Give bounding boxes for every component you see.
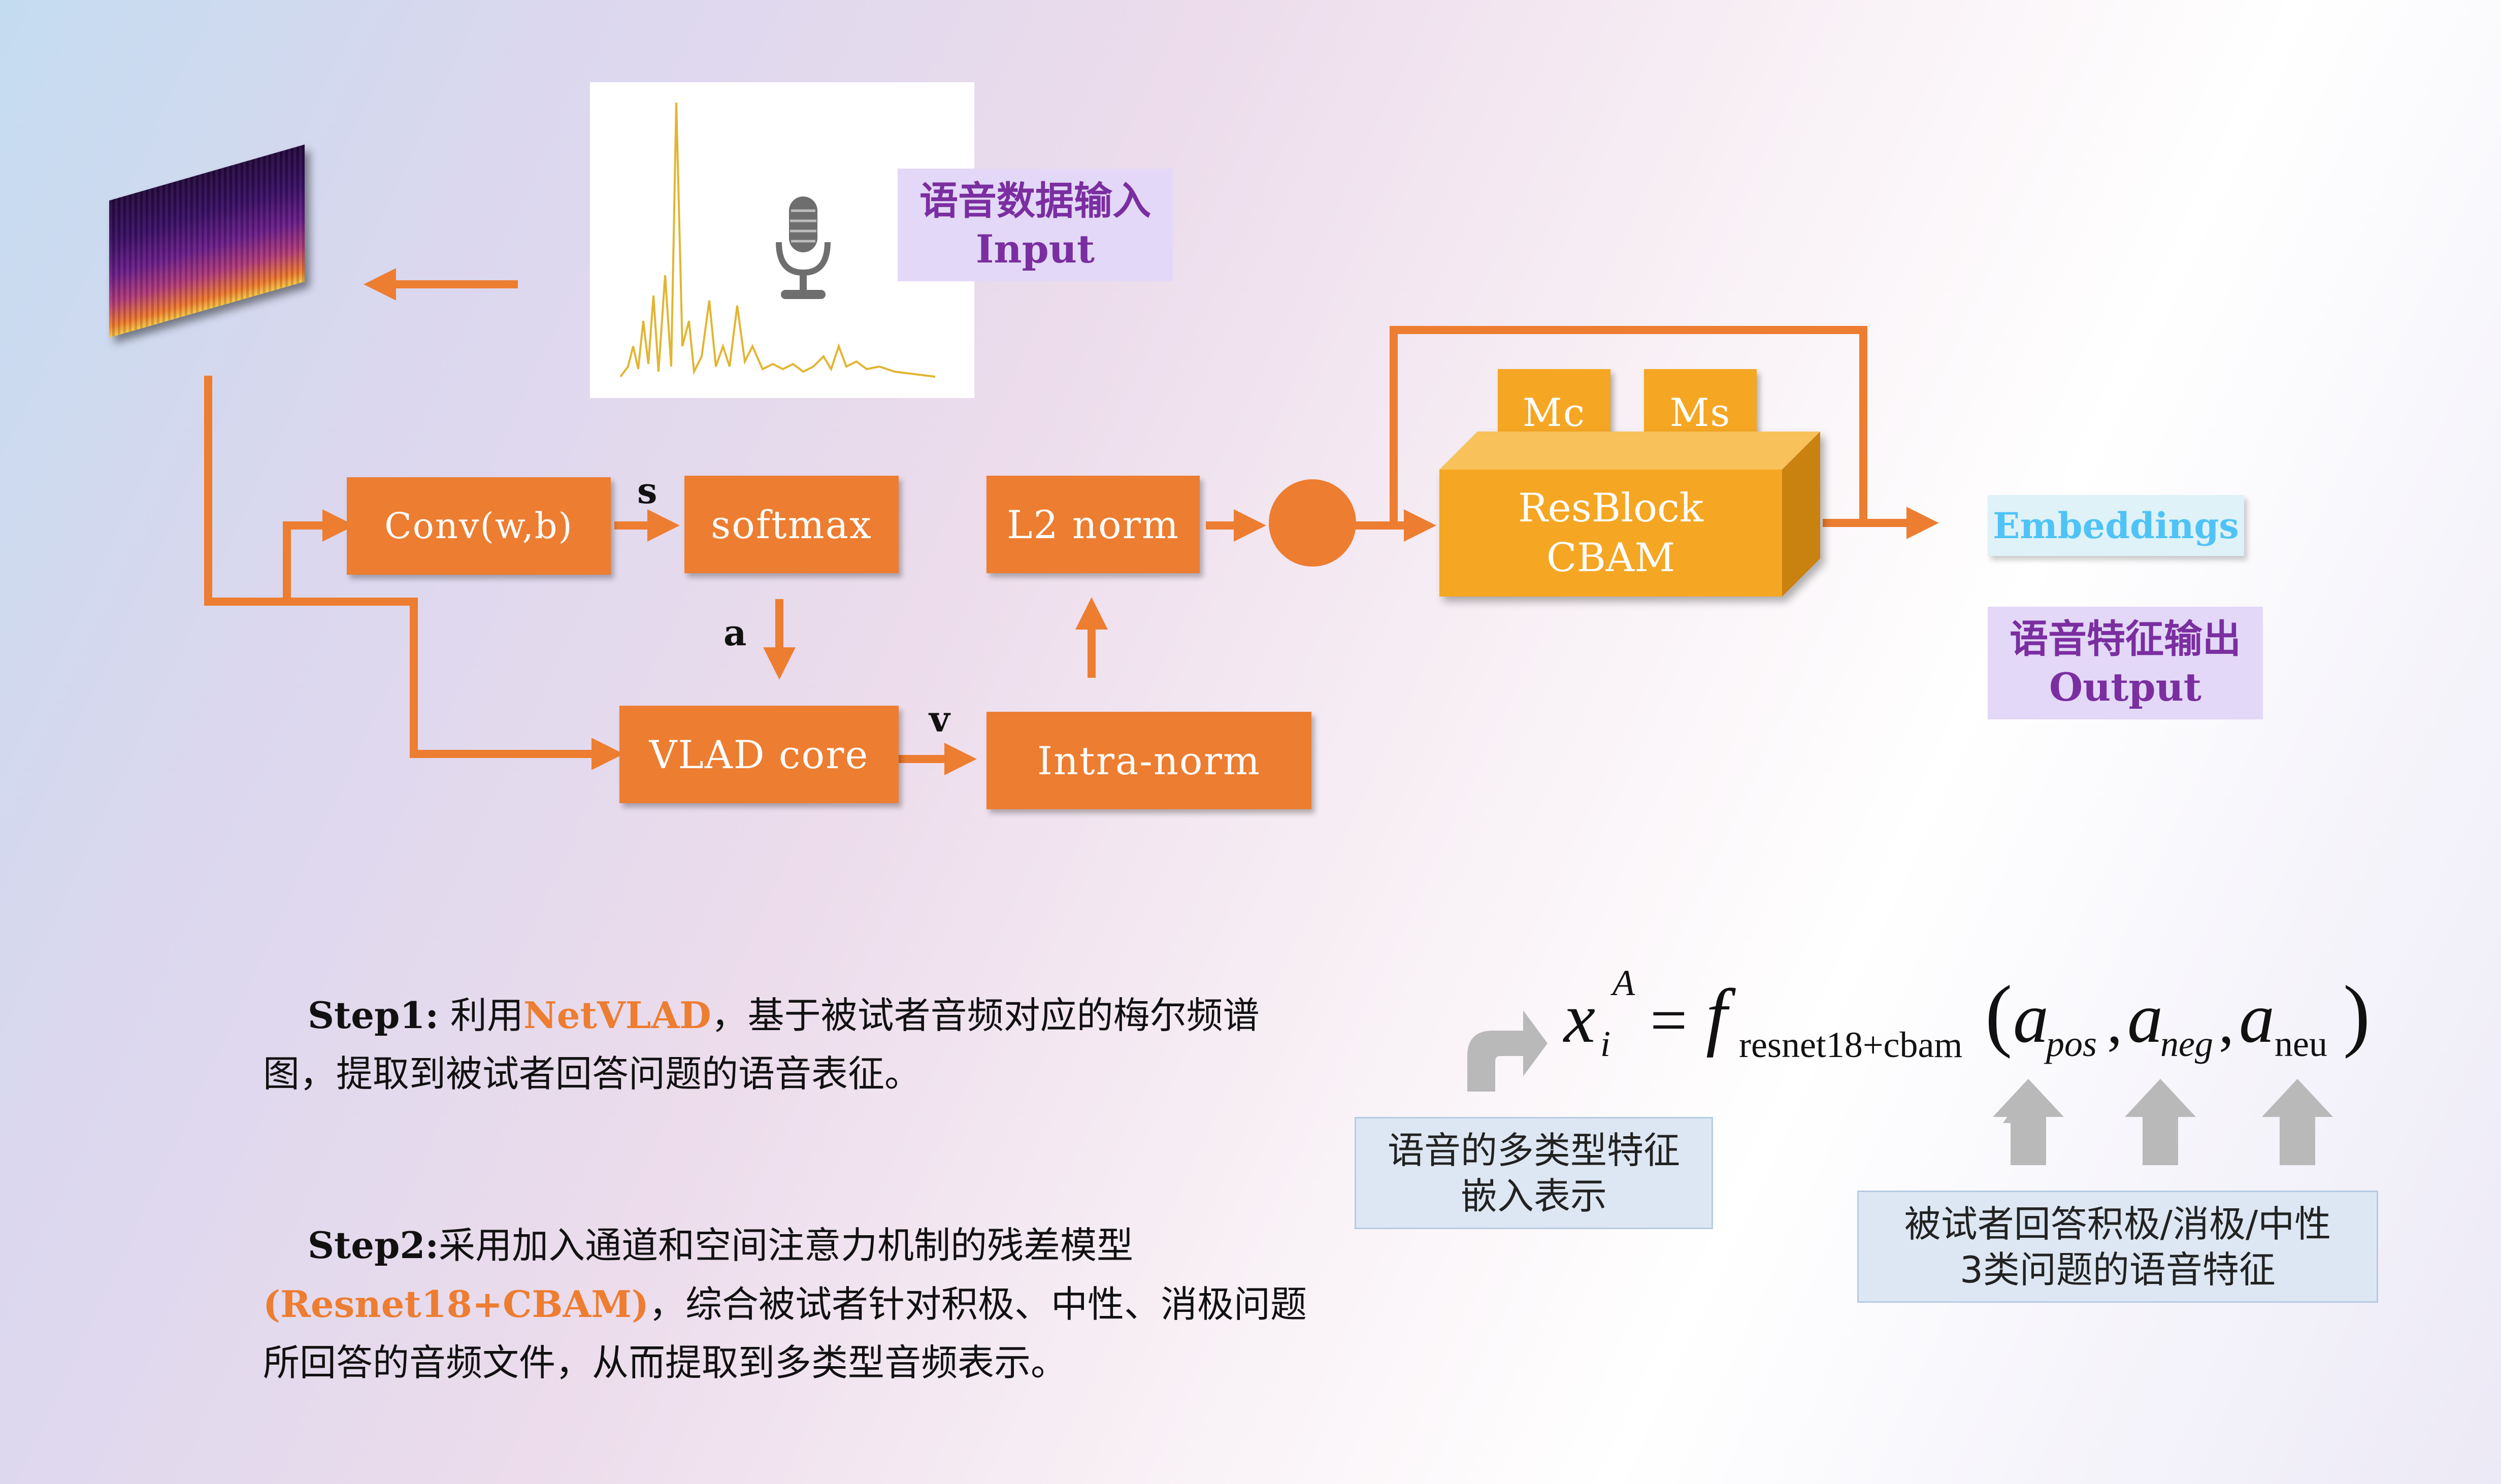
gray-up-arrow-neu: [2262, 1079, 2333, 1165]
arrow-spectrogram-trunk: [204, 376, 624, 770]
intranorm-block: Intra-norm: [986, 712, 1311, 809]
edge-label-a: a: [723, 612, 747, 654]
step2-post: ，综合被试者针对积极、中性、消极问题所回答的音频文件，从而提取到多类型音频表示。: [263, 1283, 1307, 1384]
note-multitype-embedding: 语音的多类型特征 嵌入表示: [1355, 1117, 1713, 1229]
formula-comma-1: ,: [2107, 988, 2122, 1056]
softmax-block: softmax: [684, 476, 899, 573]
resblock-label-line1: ResBlock: [1518, 485, 1704, 531]
formula-x: x: [1564, 979, 1596, 1058]
note-three-question-features: 被试者回答积极/消极/中性 3类问题的语音特征: [1857, 1191, 2378, 1303]
resblock-3d-shape: [1439, 432, 1820, 597]
l2norm-block: L2 norm: [986, 476, 1200, 573]
note-three-line2: 3类问题的语音特征: [1960, 1248, 2276, 1291]
step2-pre: 采用加入通道和空间注意力机制的残差模型: [439, 1224, 1134, 1267]
resblock-label: ResBlock CBAM: [1439, 472, 1782, 594]
formula-equals: =: [1650, 984, 1688, 1057]
step2-paragraph: Step2:采用加入通道和空间注意力机制的残差模型 (Resnet18+CBAM)…: [263, 1216, 1329, 1392]
step1-post: ，基于被试者音频对应的梅尔频谱图，提取到被试者回答问题的语音表征。: [263, 994, 1260, 1095]
gray-up-arrow-pos: [1993, 1079, 2064, 1165]
note-multitype-line1: 语音的多类型特征: [1387, 1129, 1680, 1172]
waveform-line: [619, 102, 936, 378]
formula-x-sub: i: [1600, 1024, 1611, 1064]
step1-title: Step1:: [308, 994, 439, 1037]
note-multitype-line2: 嵌入表示: [1460, 1174, 1607, 1217]
formula-a-neg-sub: neg: [2160, 1024, 2213, 1064]
input-label: 语音数据输入 Input: [898, 169, 1173, 281]
formula-a-neu: a: [2239, 979, 2275, 1058]
resblock-label-line2: CBAM: [1546, 535, 1675, 581]
aggregator-node: [1269, 479, 1356, 567]
step1-highlight: NetVLAD: [523, 994, 711, 1037]
formula-f-sub: resnet18+cbam: [1739, 1025, 1963, 1065]
formula-a-neu-sub: neu: [2275, 1024, 2327, 1064]
output-label-en: Output: [2049, 665, 2202, 710]
embeddings-output: Embeddings: [1988, 495, 2244, 556]
step2-highlight: (Resnet18+CBAM): [263, 1282, 649, 1326]
formula-comma-2: ,: [2219, 988, 2234, 1056]
input-label-en: Input: [975, 226, 1095, 272]
formula-a-pos-sub: pos: [2046, 1024, 2097, 1064]
conv-block: Conv(w,b): [347, 477, 611, 575]
input-label-cn: 语音数据输入: [919, 178, 1151, 223]
formula-f: f: [1706, 974, 1727, 1058]
vlad-core-block: VLAD core: [619, 706, 899, 803]
formula-a-neg: a: [2127, 979, 2163, 1058]
edge-label-s: s: [637, 470, 657, 512]
output-label: 语音特征输出 Output: [1988, 607, 2263, 719]
formula-open-paren: (: [1985, 969, 2013, 1059]
step1-pre: 利用: [439, 994, 523, 1037]
gray-up-arrow-neg: [2125, 1079, 2196, 1165]
resblock-skip-connection: [1390, 326, 1867, 525]
formula-close-paren: ): [2343, 969, 2371, 1059]
arrow-to-conv: [228, 509, 355, 606]
output-label-cn: 语音特征输出: [2010, 616, 2241, 662]
note-three-line1: 被试者回答积极/消极/中性: [1904, 1202, 2331, 1245]
edge-label-v: v: [929, 698, 950, 740]
formula-a-pos: a: [2013, 979, 2049, 1058]
embedding-formula: x i A = f resnet18+cbam ( a pos , a neg …: [1564, 963, 2386, 1079]
step2-title: Step2:: [308, 1224, 439, 1267]
microphone-icon: [773, 196, 834, 303]
gray-curved-arrow: [1467, 1010, 1548, 1092]
formula-x-sup: A: [1613, 963, 1635, 1003]
step1-paragraph: Step1: 利用NetVLAD，基于被试者音频对应的梅尔频谱图，提取到被试者回…: [263, 986, 1329, 1103]
